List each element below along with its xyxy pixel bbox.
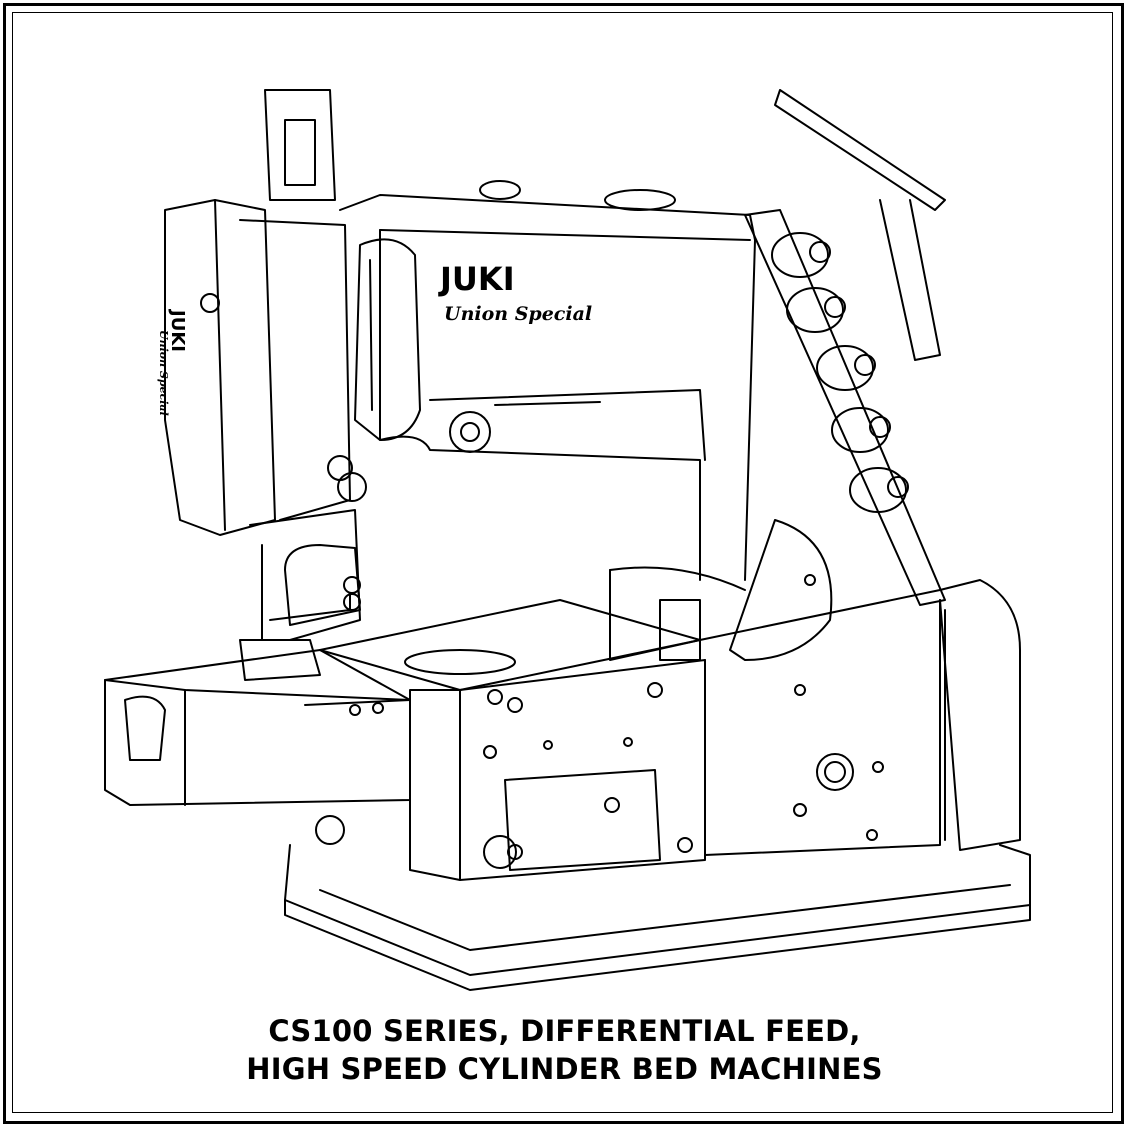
tension-disc: [831, 407, 891, 453]
lower-housing: [315, 659, 706, 881]
document-caption-line1: CS100 SERIES, DIFFERENTIAL FEED,: [268, 1014, 861, 1048]
presser-foot-assembly: [239, 455, 367, 681]
svg-text:Union Special: Union Special: [157, 330, 170, 416]
svg-text:JUKI: JUKI: [438, 260, 515, 298]
machine-base: [284, 844, 1031, 991]
right-housing: [699, 579, 1021, 856]
thread-tension-assembly: [744, 209, 946, 606]
juki-logo-body: JUKI Union Special: [438, 260, 592, 325]
svg-text:JUKI: JUKI: [167, 308, 188, 352]
tension-disc: [786, 287, 846, 333]
bed-top: [319, 599, 701, 691]
take-up-cover: [354, 238, 421, 441]
tension-disc: [816, 345, 876, 391]
cylinder-bed: [104, 649, 411, 806]
inner-border: [12, 12, 1113, 1113]
outer-border: [3, 3, 1124, 1124]
tension-disc: [849, 467, 909, 513]
juki-logo-face: JUKI Union Special: [157, 308, 188, 416]
looper-cover: [729, 519, 833, 661]
machine-arm: [339, 180, 756, 661]
svg-text:Union Special: Union Special: [444, 303, 592, 325]
thread-guide-bar: [774, 89, 946, 361]
document-caption-line2: HIGH SPEED CYLINDER BED MACHINES: [246, 1052, 883, 1086]
head-face-cover: [164, 89, 351, 536]
tension-disc: [771, 232, 831, 278]
